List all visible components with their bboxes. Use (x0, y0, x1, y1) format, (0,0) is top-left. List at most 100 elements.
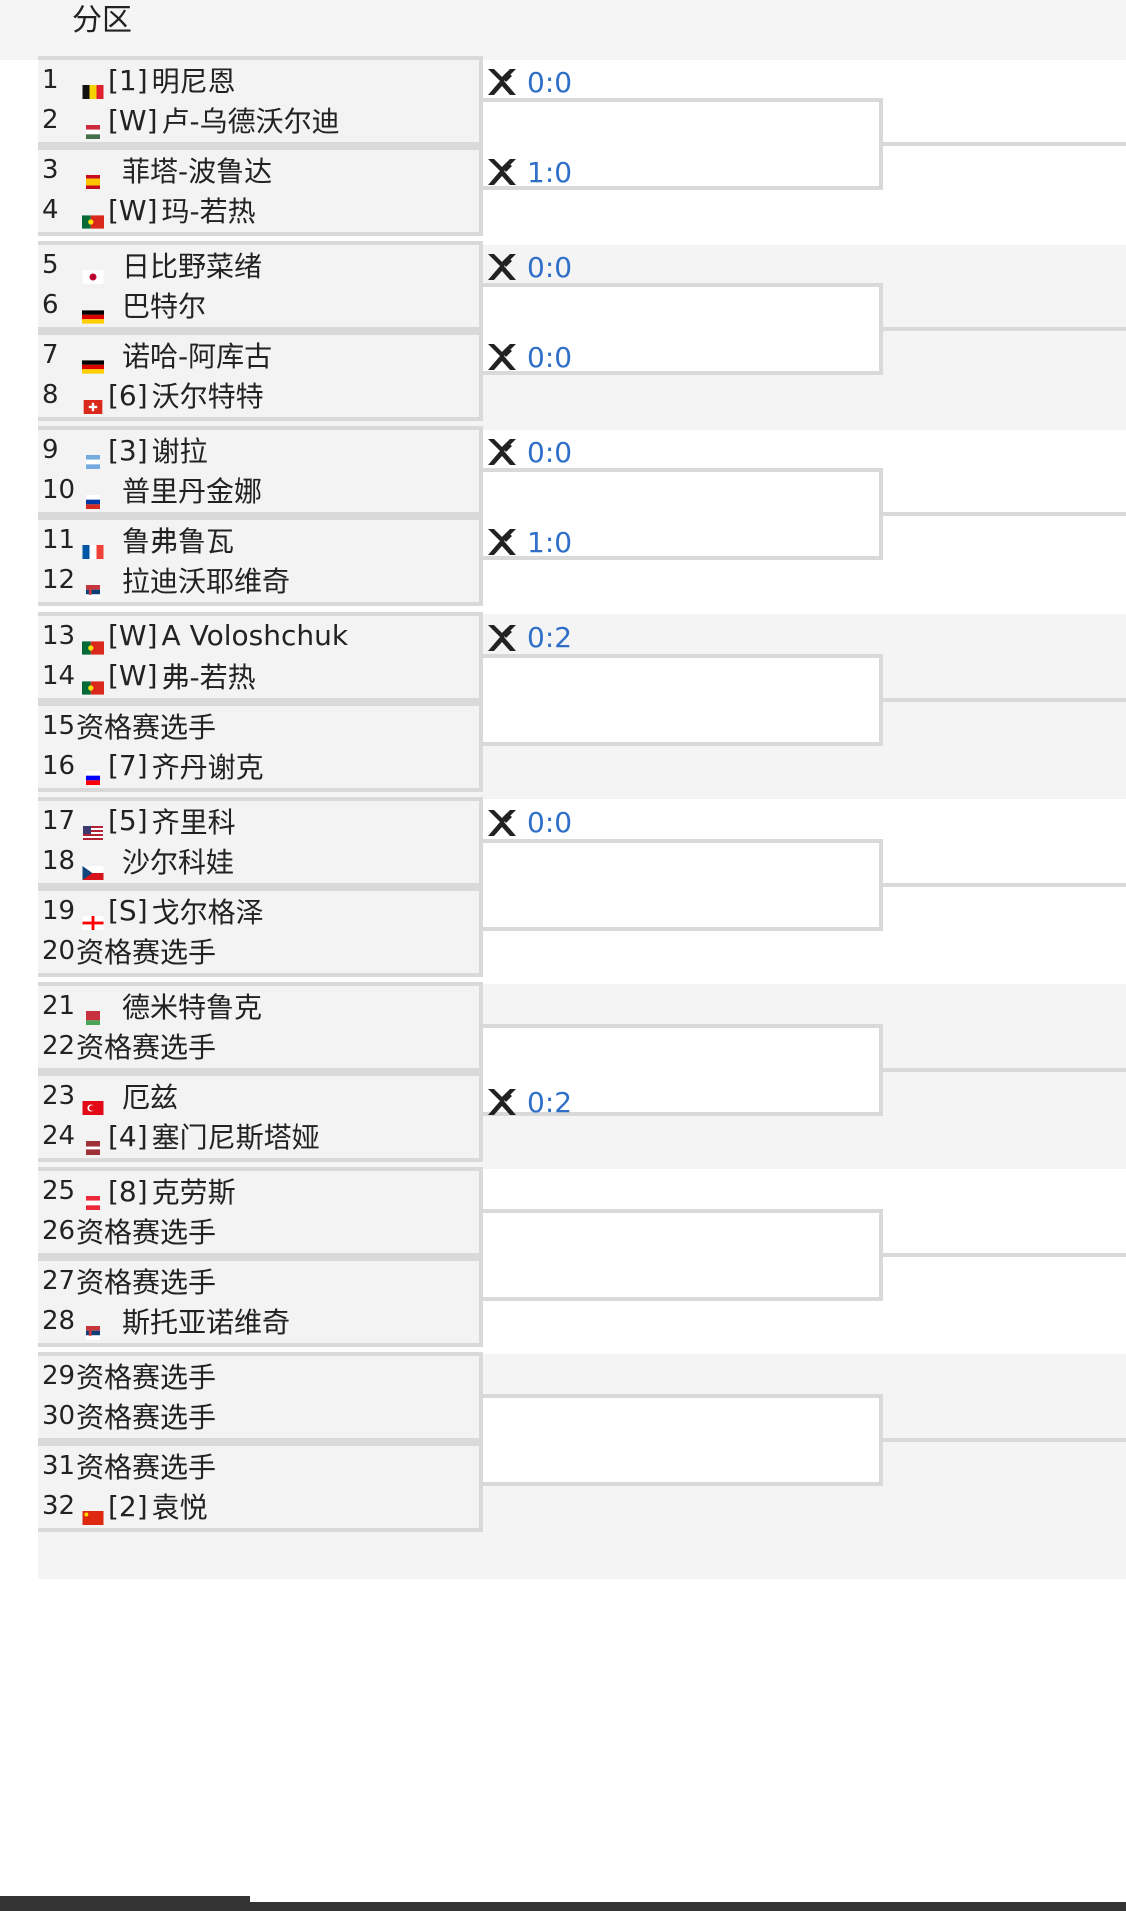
player-name[interactable]: A Voloshchuk (161, 619, 349, 653)
second-round-slot[interactable] (483, 653, 883, 746)
match-box[interactable] (38, 611, 483, 702)
match-box[interactable] (38, 701, 483, 792)
player-name[interactable]: 资格赛选手 (76, 1266, 217, 1300)
player-name[interactable]: 谢拉 (151, 435, 208, 469)
player-row[interactable]: 1[1]明尼恩 (42, 56, 482, 104)
player-name[interactable]: 拉迪沃耶维奇 (122, 565, 291, 599)
h2h-score[interactable]: 1:0 (485, 522, 572, 562)
match-box[interactable] (38, 1257, 483, 1348)
h2h-score[interactable]: 0:0 (485, 337, 572, 377)
player-name[interactable]: 厄兹 (122, 1081, 179, 1114)
player-name[interactable]: 斯托亚诺维奇 (122, 1306, 291, 1340)
head-to-head-icon[interactable] (485, 806, 519, 840)
player-row[interactable]: 4[W]玛-若热 (42, 186, 482, 234)
h2h-score[interactable]: 0:2 (485, 618, 572, 658)
head-to-head-icon[interactable] (485, 1085, 519, 1119)
head-to-head-icon[interactable] (485, 155, 519, 189)
player-row[interactable]: 16[7]齐丹谢克 (42, 742, 482, 790)
match-box[interactable] (38, 1442, 483, 1533)
player-name[interactable]: 日比野菜绪 (122, 250, 263, 284)
player-name[interactable]: 齐里科 (151, 805, 236, 839)
match-box[interactable] (38, 1072, 483, 1162)
h2h-score[interactable]: 0:0 (485, 62, 572, 102)
player-name[interactable]: 资格赛选手 (76, 1361, 217, 1395)
second-round-slot[interactable] (483, 1209, 883, 1302)
player-name[interactable]: 卢-乌德沃尔迪 (161, 105, 340, 138)
player-name[interactable]: 资格赛选手 (76, 1401, 217, 1435)
player-name[interactable]: 资格赛选手 (76, 935, 217, 969)
match-box[interactable] (38, 516, 483, 607)
second-round-slot[interactable] (483, 1024, 883, 1116)
head-to-head-icon[interactable] (485, 525, 519, 559)
player-name[interactable]: 明尼恩 (151, 65, 236, 98)
h2h-score[interactable]: 1:0 (485, 152, 572, 192)
match-box[interactable] (38, 331, 483, 422)
player-name[interactable]: 资格赛选手 (76, 710, 217, 744)
player-name[interactable]: 菲塔-波鲁达 (122, 155, 273, 188)
player-name[interactable]: 资格赛选手 (76, 1216, 217, 1250)
player-name[interactable]: 资格赛选手 (76, 1451, 217, 1485)
h2h-score[interactable]: 0:0 (485, 803, 572, 843)
player-name[interactable]: 普里丹金娜 (122, 475, 263, 509)
second-round-slot[interactable] (483, 1394, 883, 1487)
player-name[interactable]: 沙尔科娃 (122, 845, 235, 879)
player-name[interactable]: 沃尔特特 (151, 380, 264, 414)
player-name[interactable]: 资格赛选手 (76, 1031, 217, 1064)
head-to-head-icon[interactable] (485, 65, 519, 99)
player-name[interactable]: 齐丹谢克 (151, 750, 264, 784)
player-row[interactable]: 2[W]卢-乌德沃尔迪 (42, 96, 482, 144)
player-name[interactable]: 德米特鲁克 (122, 991, 263, 1024)
match-box[interactable] (38, 1352, 483, 1443)
h2h-score[interactable]: 0:0 (485, 432, 572, 472)
player-name[interactable]: 鲁弗鲁瓦 (122, 525, 235, 559)
h2h-score[interactable]: 0:2 (485, 1082, 572, 1122)
player-name[interactable]: 戈尔格泽 (151, 895, 264, 929)
match-box[interactable] (38, 796, 483, 887)
player-row[interactable]: 8[6]沃尔特特 (42, 371, 482, 419)
player-name[interactable]: 塞门尼斯塔娅 (151, 1121, 320, 1154)
head-to-head-icon[interactable] (485, 621, 519, 655)
head-to-head-icon[interactable] (485, 250, 519, 284)
head-to-head-icon[interactable] (485, 340, 519, 374)
player-name[interactable]: 巴特尔 (122, 290, 207, 324)
player-name[interactable]: 玛-若热 (161, 195, 256, 228)
player-name[interactable]: 克劳斯 (151, 1176, 236, 1210)
match-box[interactable] (38, 426, 483, 517)
player-row[interactable]: 24[4]塞门尼斯塔娅 (42, 1112, 482, 1160)
player-row[interactable]: 17[5]齐里科 (42, 797, 482, 845)
match-box[interactable] (38, 886, 483, 977)
second-round-slot[interactable] (483, 98, 883, 190)
player-row[interactable]: 32[2]袁悦 (42, 1482, 482, 1530)
match-box[interactable] (38, 241, 483, 332)
second-round-slot[interactable] (483, 283, 883, 376)
second-round-slot[interactable] (483, 468, 883, 561)
player-name[interactable]: 诺哈-阿库古 (122, 340, 273, 374)
player-row[interactable]: 25[8]克劳斯 (42, 1167, 482, 1215)
match-box[interactable] (38, 56, 483, 146)
player-row[interactable]: 19[S]戈尔格泽 (42, 887, 482, 935)
player-name[interactable]: 袁悦 (151, 1491, 208, 1525)
player-name[interactable]: 弗-若热 (161, 660, 256, 694)
h2h-score[interactable]: 0:0 (485, 247, 572, 287)
second-round-slot[interactable] (483, 838, 883, 931)
match-box[interactable] (38, 146, 483, 236)
player-row[interactable]: 13[W]A Voloshchuk (42, 612, 482, 660)
